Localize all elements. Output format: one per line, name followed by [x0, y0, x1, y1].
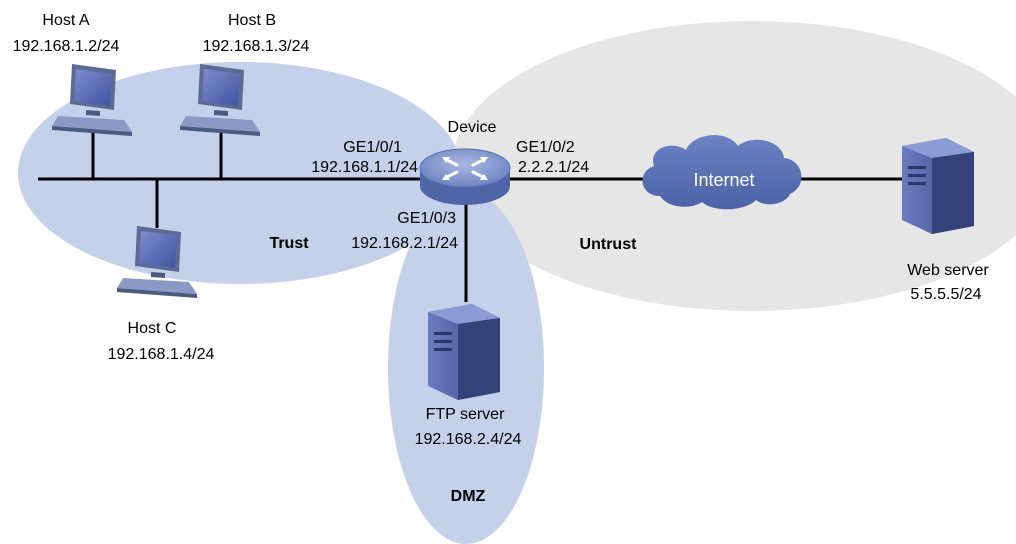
device-if1-ip: 192.168.1.1/24: [311, 159, 418, 176]
host-b-pc-icon: [180, 64, 260, 136]
web-server-icon: [902, 138, 974, 234]
host-c-name: Host C: [128, 320, 177, 337]
ftp-server-icon: [428, 304, 500, 400]
trust-zone-label: Trust: [269, 235, 309, 252]
ftp-server-ip: 192.168.2.4/24: [415, 431, 522, 448]
web-server-name: Web server: [907, 262, 989, 279]
device-if1-name: GE1/0/1: [343, 139, 402, 156]
host-b-name: Host B: [228, 12, 276, 29]
device-switch-icon[interactable]: [419, 148, 511, 205]
host-a-name: Host A: [42, 12, 89, 29]
host-c-pc-icon: [117, 226, 197, 298]
internet-label: Internet: [693, 170, 754, 190]
internet-cloud-icon: [642, 135, 802, 210]
links: [38, 130, 914, 302]
ftp-server-name: FTP server: [426, 406, 506, 423]
host-a-ip: 192.168.1.2/24: [13, 38, 120, 55]
web-server-ip: 5.5.5.5/24: [910, 286, 981, 303]
device-if3-name: GE1/0/3: [397, 210, 456, 227]
host-a-pc-icon: [52, 64, 132, 136]
device-if2-ip: 2.2.2.1/24: [518, 159, 589, 176]
device-name: Device: [448, 119, 497, 136]
device-if3-ip: 192.168.2.1/24: [351, 235, 458, 252]
dmz-zone-label: DMZ: [451, 488, 486, 505]
host-b-ip: 192.168.1.3/24: [203, 38, 310, 55]
host-c-ip: 192.168.1.4/24: [108, 346, 215, 363]
trust-zone: [18, 62, 462, 284]
device-if2-name: GE1/0/2: [516, 139, 575, 156]
untrust-zone-label: Untrust: [580, 236, 638, 253]
